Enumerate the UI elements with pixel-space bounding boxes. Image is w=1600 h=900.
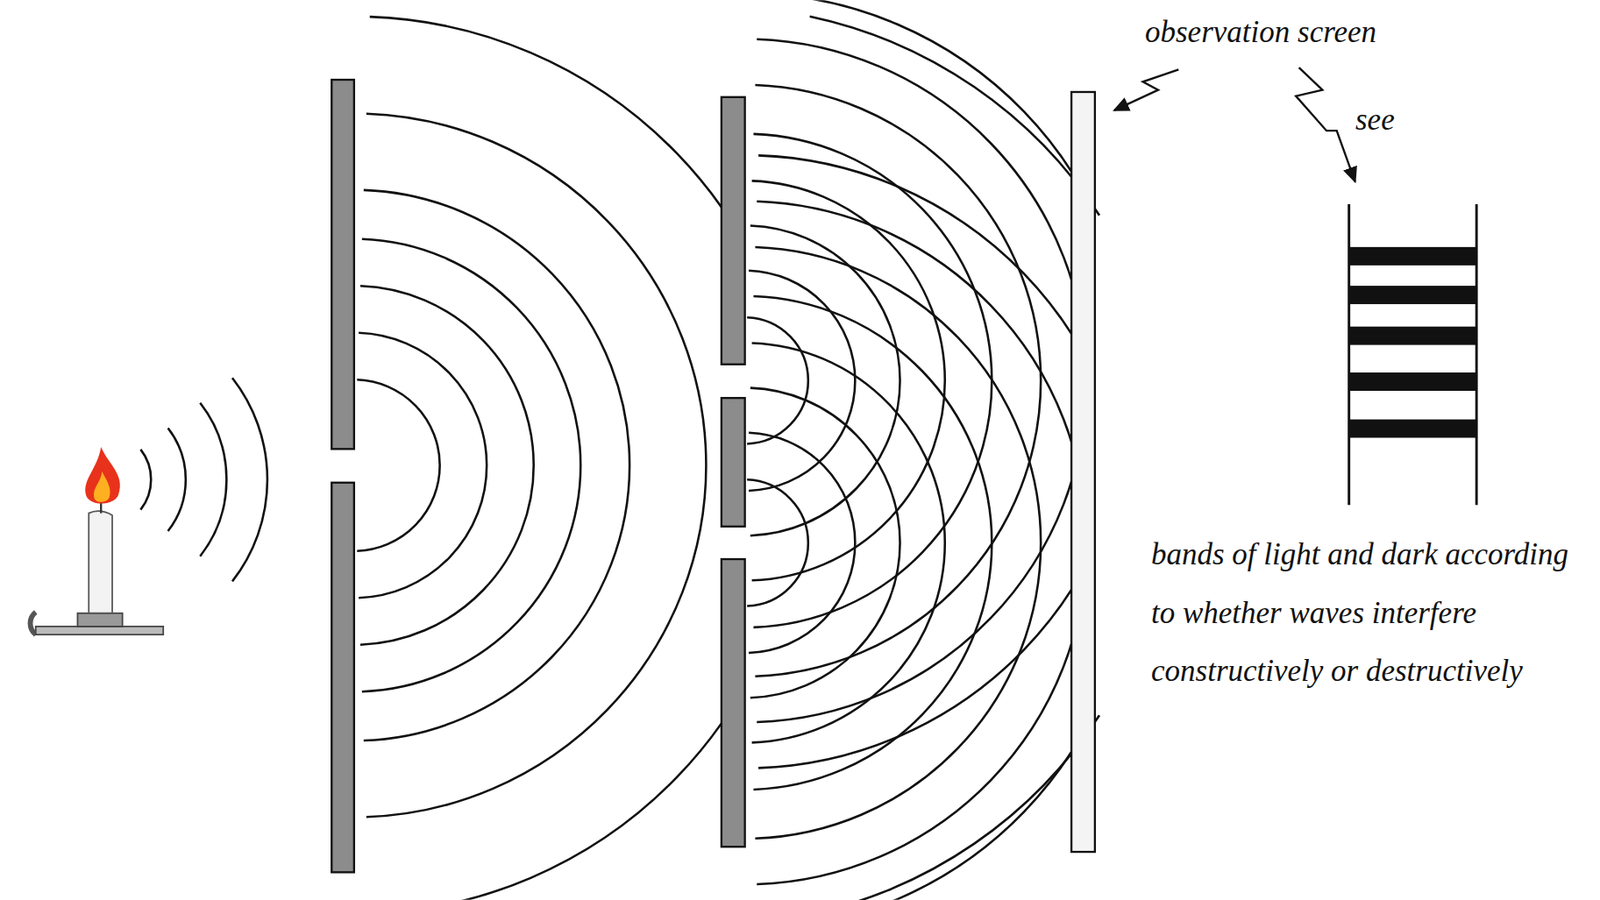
fringe-pattern: [1349, 204, 1477, 505]
screen-label: observation screen: [1144, 14, 1377, 51]
dark-band: [1349, 419, 1477, 439]
observation-screen: [1071, 92, 1096, 853]
single-slit-barrier: [331, 79, 355, 873]
dark-band: [1349, 327, 1477, 346]
explanation-note: bands of light and dark according to whe…: [1151, 526, 1594, 702]
source-waves: [140, 377, 268, 582]
dark-band: [1349, 285, 1477, 305]
dark-band: [1349, 372, 1477, 392]
see-label: see: [1355, 101, 1395, 139]
dark-band: [1349, 247, 1477, 266]
double-slit-waves: [746, 0, 1072, 768]
candle: [30, 447, 164, 635]
double-slit-waves: [746, 155, 1072, 900]
wavefronts: [140, 0, 1133, 900]
leader-arrow: [1295, 67, 1356, 182]
leader-arrow: [1114, 69, 1179, 111]
double-slit-barrier: [721, 97, 746, 847]
slit-waves: [356, 16, 722, 900]
